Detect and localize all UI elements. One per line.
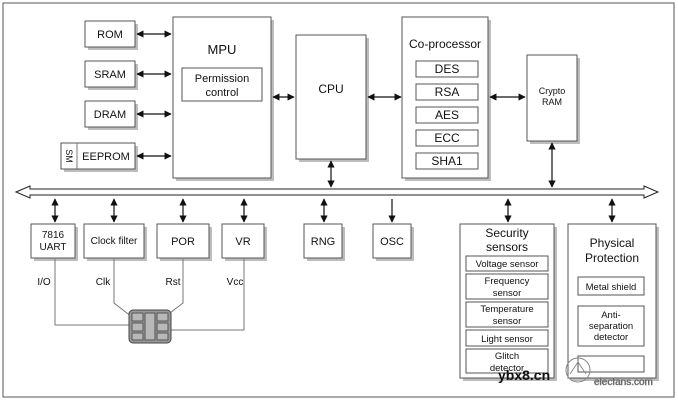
rom-label: ROM	[97, 29, 123, 41]
permission-label-1: Permission	[195, 73, 249, 85]
pin-io-label: I/O	[37, 277, 51, 288]
light-sensor-label: Light sensor	[481, 334, 533, 345]
crypto-ram-block: Crypto RAM	[526, 54, 580, 144]
security-title-2: sensors	[486, 240, 528, 254]
uart-block: 7816 UART	[30, 223, 78, 261]
voltage-sensor-label: Voltage sensor	[476, 259, 539, 270]
wire-io	[54, 259, 130, 326]
glitch-detector-label-1: Glitch	[495, 351, 519, 362]
coprocessor-block: Co-processor DES RSA AES ECC SHA1	[401, 16, 491, 181]
sram-block: SRAM	[84, 60, 138, 90]
system-bus	[14, 185, 660, 199]
pin-rst-label: Rst	[166, 277, 181, 288]
physical-protection-block: Physical Protection Metal shield Anti- s…	[567, 223, 659, 381]
aes-label: AES	[435, 108, 459, 122]
security-title-1: Security	[485, 226, 528, 240]
dram-label: DRAM	[94, 109, 126, 121]
security-sensors-block: Security sensors Voltage sensor Frequenc…	[459, 223, 557, 381]
eeprom-label: EEPROM	[82, 151, 130, 163]
ecc-label: ECC	[434, 131, 460, 145]
anti-separation-label-1: Anti-	[601, 310, 621, 321]
osc-label: OSC	[380, 236, 404, 248]
clock-filter-block: Clock filter	[83, 223, 147, 261]
por-block: POR	[156, 223, 212, 261]
watermark-site: elecfans.com	[594, 377, 653, 388]
rsa-label: RSA	[435, 85, 460, 99]
vr-label: VR	[235, 236, 250, 248]
des-label: DES	[435, 62, 460, 76]
por-label: POR	[171, 236, 195, 248]
cpu-label: CPU	[318, 82, 343, 96]
wire-vcc	[170, 259, 245, 331]
rng-block: RNG	[303, 223, 345, 261]
crypto-ram-label-2: RAM	[542, 97, 562, 107]
osc-block: OSC	[372, 223, 414, 261]
watermark-url: ybx8.cn	[498, 367, 550, 383]
sm-label: SM	[64, 149, 74, 163]
smart-card-chip-icon	[128, 309, 172, 344]
eeprom-block: SM EEPROM	[60, 142, 138, 172]
permission-label-2: control	[205, 87, 238, 99]
uart-label-2: UART	[39, 242, 66, 253]
pin-vcc-label: Vcc	[227, 277, 244, 288]
glitch-detector-label-2: detector	[490, 363, 524, 374]
physical-title-1: Physical	[590, 236, 635, 250]
mpu-label: MPU	[208, 42, 237, 57]
vr-block: VR	[221, 223, 267, 261]
pin-clk-label: Clk	[96, 277, 111, 288]
mpu-block: MPU Permission control	[172, 16, 274, 181]
physical-title-2: Protection	[585, 251, 639, 265]
crypto-ram-label-1: Crypto	[539, 86, 566, 96]
temperature-sensor-label-2: sensor	[493, 316, 522, 327]
anti-separation-label-2: separation	[589, 321, 633, 332]
coprocessor-label: Co-processor	[409, 37, 481, 51]
rng-label: RNG	[311, 236, 335, 248]
dram-block: DRAM	[84, 100, 138, 130]
cpu-block: CPU	[295, 34, 369, 162]
frequency-sensor-label-1: Frequency	[485, 276, 530, 287]
frequency-sensor-label-2: sensor	[493, 288, 522, 299]
wire-clk	[113, 259, 133, 318]
watermark: ybx8.cn elecfans.com	[498, 357, 653, 388]
sram-label: SRAM	[94, 69, 126, 81]
watermark-logo-icon	[565, 357, 591, 383]
temperature-sensor-label-1: Temperature	[480, 304, 533, 315]
clock-filter-label: Clock filter	[91, 236, 138, 247]
anti-separation-label-3: detector	[594, 332, 628, 343]
sha1-label: SHA1	[431, 154, 463, 168]
wire-rst	[165, 259, 184, 317]
uart-label-1: 7816	[42, 230, 65, 241]
metal-shield-label: Metal shield	[586, 282, 637, 293]
rom-block: ROM	[84, 20, 138, 50]
